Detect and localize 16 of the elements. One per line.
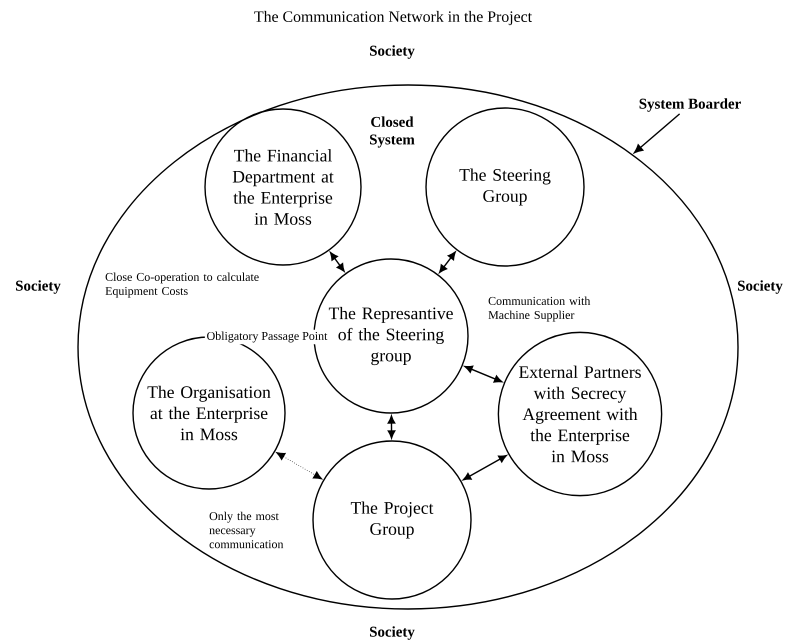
- title: The Communication Network in the Project: [254, 10, 532, 26]
- society-label: Society: [367, 624, 417, 642]
- annotation-text: Only the most necessary communication: [209, 512, 284, 548]
- arrow: [464, 366, 502, 383]
- society-label: Society: [13, 278, 63, 296]
- arrow: [462, 454, 507, 480]
- boundary-label: System Boarder: [640, 98, 741, 112]
- arrow: [439, 252, 456, 274]
- arrow: [634, 113, 680, 154]
- annotation-text: Close Co-operation to calculate Equipment Costs: [105, 272, 259, 298]
- annotation-text: Communication with Machine Supplier: [488, 296, 590, 322]
- arrow: [276, 452, 322, 480]
- arrow: [330, 252, 345, 272]
- annotation-text: Obligatory Passage Point: [204, 330, 330, 344]
- society-label: Society: [367, 43, 417, 61]
- arrow: [388, 415, 396, 439]
